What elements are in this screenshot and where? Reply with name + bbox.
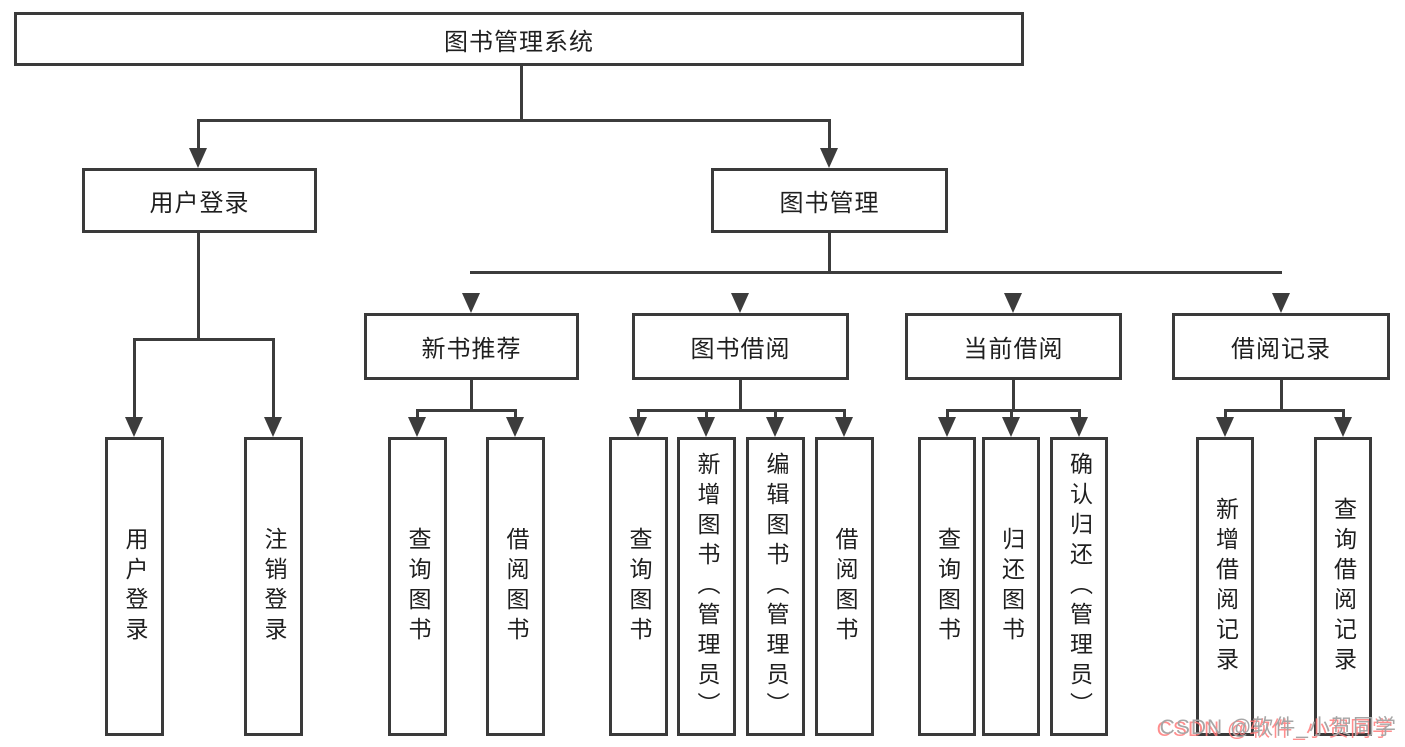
leaf-add-books-admin: 新增图书（管理员） (677, 437, 736, 736)
leaf-query-borrow-record: 查询借阅记录 (1314, 437, 1372, 736)
node-label: 图书管理 (779, 190, 880, 217)
connector-line (197, 233, 200, 341)
connector-line (1280, 380, 1283, 412)
leaf-logout: 注销登录 (244, 437, 303, 736)
leaf-query-books-borrowing: 查询图书 (609, 437, 668, 736)
node-label: 新书推荐 (421, 336, 522, 363)
arrow-down-icon (1216, 417, 1234, 437)
connector-line (1342, 410, 1345, 419)
arrow-down-icon (189, 148, 207, 168)
leaf-query-books-recommend: 查询图书 (388, 437, 447, 736)
node-label: 借阅图书 (503, 526, 529, 647)
arrow-down-icon (697, 417, 715, 437)
arrow-down-icon (629, 417, 647, 437)
leaf-borrow-books-recommend: 借阅图书 (486, 437, 545, 736)
node-label: 图书管理系统 (444, 28, 594, 56)
arrow-down-icon (731, 293, 749, 313)
arrow-down-icon (820, 148, 838, 168)
node-library-management-system: 图书管理系统 (14, 12, 1024, 66)
arrow-down-icon (1002, 417, 1020, 437)
connector-line (133, 339, 136, 419)
node-borrowing-records: 借阅记录 (1172, 313, 1390, 380)
connector-line (843, 410, 846, 419)
connector-line (470, 271, 1282, 274)
node-book-management: 图书管理 (711, 168, 948, 233)
connector-line (774, 410, 777, 419)
arrow-down-icon (938, 417, 956, 437)
connector-line (739, 380, 742, 412)
node-label: 借阅记录 (1231, 336, 1331, 363)
arrow-down-icon (835, 417, 853, 437)
node-new-book-recommendation: 新书推荐 (364, 313, 579, 380)
node-label: 查询借阅记录 (1330, 496, 1357, 677)
node-label: 确认归还（管理员） (1066, 451, 1093, 722)
node-label: 查询图书 (626, 526, 652, 647)
node-label: 新增借阅记录 (1212, 496, 1239, 677)
arrow-down-icon (462, 293, 480, 313)
leaf-add-borrow-record: 新增借阅记录 (1196, 437, 1254, 736)
arrow-down-icon (506, 417, 524, 437)
node-label: 查询图书 (934, 526, 961, 647)
node-label: 查询图书 (405, 526, 431, 647)
arrow-down-icon (125, 417, 143, 437)
arrow-down-icon (1334, 417, 1352, 437)
connector-line (133, 338, 275, 341)
connector-line (416, 410, 419, 419)
node-label: 归还图书 (998, 526, 1025, 647)
leaf-edit-books-admin: 编辑图书（管理员） (746, 437, 805, 736)
connector-line (272, 339, 275, 419)
connector-line (514, 410, 517, 419)
connector-line (520, 66, 523, 120)
node-label: 用户登录 (122, 526, 148, 647)
arrow-down-icon (264, 417, 282, 437)
connector-line (637, 410, 640, 419)
leaf-borrow-books: 借阅图书 (815, 437, 874, 736)
leaf-confirm-return-admin: 确认归还（管理员） (1050, 437, 1108, 736)
connector-line (637, 409, 846, 412)
connector-line (828, 233, 831, 274)
arrow-down-icon (1272, 293, 1290, 313)
arrow-down-icon (1004, 293, 1022, 313)
node-current-borrowing: 当前借阅 (905, 313, 1122, 380)
connector-line (197, 119, 831, 122)
connector-line (1078, 410, 1081, 419)
arrow-down-icon (766, 417, 784, 437)
leaf-query-books-current: 查询图书 (918, 437, 976, 736)
connector-line (828, 120, 831, 150)
connector-line (470, 380, 473, 412)
connector-line (946, 410, 949, 419)
arrow-down-icon (408, 417, 426, 437)
node-label: 借阅图书 (832, 526, 858, 647)
node-user-login: 用户登录 (82, 168, 317, 233)
connector-line (1010, 410, 1013, 419)
node-label: 当前借阅 (963, 336, 1064, 363)
node-book-borrowing: 图书借阅 (632, 313, 849, 380)
connector-line (946, 409, 1081, 412)
connector-line (1224, 409, 1345, 412)
leaf-user-login: 用户登录 (105, 437, 164, 736)
arrow-down-icon (1070, 417, 1088, 437)
node-label: 注销登录 (261, 526, 287, 647)
leaf-return-books: 归还图书 (982, 437, 1040, 736)
node-label: 图书借阅 (690, 336, 791, 363)
connector-line (197, 120, 200, 150)
node-label: 用户登录 (149, 190, 250, 217)
node-label: 编辑图书（管理员） (763, 451, 789, 722)
connector-line (1224, 410, 1227, 419)
watermark: CSDN @软件_小贺同学 (1159, 716, 1397, 739)
node-label: 新增图书（管理员） (694, 451, 720, 722)
connector-line (1012, 380, 1015, 412)
connector-line (416, 409, 517, 412)
connector-line (705, 410, 708, 419)
